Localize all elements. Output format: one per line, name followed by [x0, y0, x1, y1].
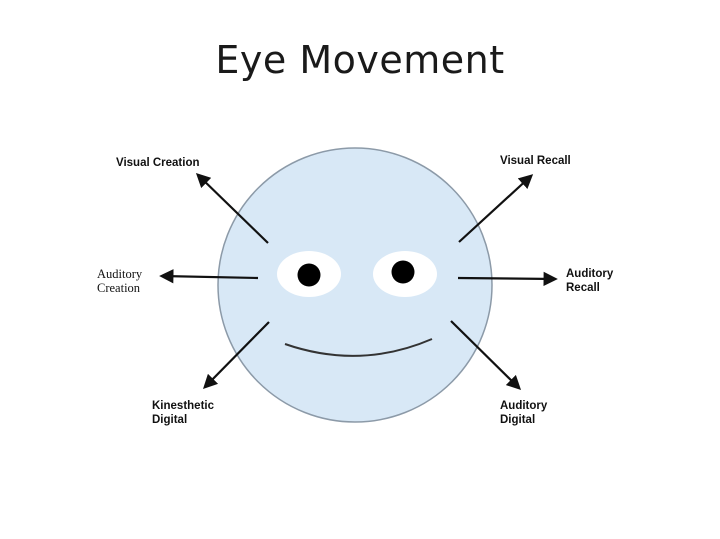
label-auditory-recall: Auditory Recall: [566, 268, 614, 294]
label-visual-recall: Visual Recall: [500, 155, 571, 167]
label-kinesthetic-digital: Kinesthetic Digital: [152, 400, 214, 426]
left-eye-pupil: [297, 263, 321, 287]
label-auditory-digital: Auditory Digital: [500, 400, 548, 426]
arrow-auditory-recall: [457, 271, 558, 287]
arrow-kinesthetic-digital: [202, 321, 270, 390]
label-visual-creation: Visual Creation: [116, 157, 200, 169]
page-title: Eye Movement: [215, 38, 505, 82]
face-circle: [217, 147, 493, 423]
smile: [284, 338, 433, 357]
arrow-visual-recall: [458, 174, 534, 243]
right-eye-pupil: [391, 260, 415, 284]
arrow-auditory-digital: [450, 320, 522, 391]
arrow-visual-creation: [195, 173, 269, 244]
label-auditory-creation: Auditory Creation: [97, 267, 143, 295]
arrow-auditory-creation: [159, 269, 259, 284]
